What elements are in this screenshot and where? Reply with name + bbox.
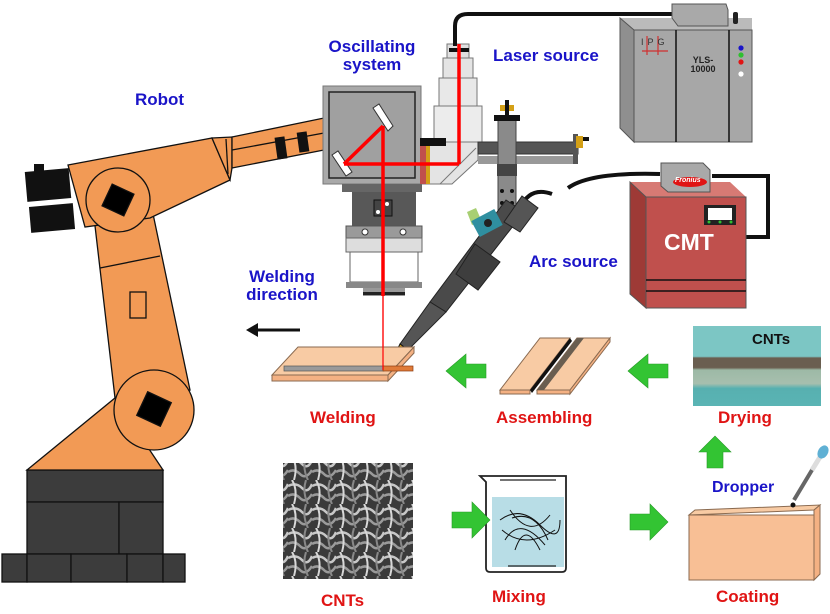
step-cnts-label: CNTs [321,591,365,610]
laser-model-line1: YLS- [692,55,714,65]
arrow-mixing-to-coating [629,503,669,541]
ipg-letter-i: I [641,37,648,47]
oscillating-system-label-line1: Oscillating [328,37,416,56]
step-welding-label: Welding [310,408,376,427]
oscillating-system-label: Oscillating system [322,38,422,74]
cmt-unit [566,162,770,310]
torch-bracket [477,100,589,217]
cnts-sem-image [283,463,413,579]
arc-source-label: Arc source [529,252,618,271]
ipg-logo: IPG [641,37,669,47]
laser-source-label: Laser source [493,46,599,65]
step-mixing-label: Mixing [492,587,546,606]
welding-direction-label-line2: direction [246,284,318,304]
oscillating-system-label-line2: system [342,54,402,74]
arrow-coating-to-drying [698,435,732,469]
drying-photo [693,326,821,406]
coating-plate [687,503,822,582]
step-drying-label: Drying [718,408,772,427]
welding-plate [270,296,416,383]
ipg-letter-p: P [647,37,658,47]
ipg-letter-g: G [657,37,669,47]
welding-direction-label: Welding direction [232,268,332,304]
welding-direction-arrow [246,323,300,337]
arrow-drying-to-assembling [627,353,669,389]
welding-direction-label-line1: Welding [249,267,315,286]
robot [1,117,325,583]
laser-model-label: YLS- 10000 [680,55,726,75]
arrow-cnts-to-mixing [451,501,491,539]
assembling-plates [498,336,612,396]
fronius-logo: Fronius [675,177,701,184]
robot-label: Robot [135,90,185,109]
dropper-label: Dropper [712,479,775,496]
step-coating-label: Coating [716,587,780,606]
mixing-beaker [477,475,567,573]
arrow-assembling-to-welding [445,353,487,389]
fiber-cable [453,12,685,46]
robot-base [1,469,186,583]
laser-model-line2: 10000 [690,64,716,75]
laser-source-unit [619,3,753,144]
step-assembling-label: Assembling [496,408,593,427]
cmt-label: CMT [664,229,714,255]
flow-arrows [445,353,732,541]
dropper-icon [790,445,829,508]
oscillating-system [322,43,483,372]
drying-cnts-layer-label: CNTs [752,331,791,348]
laser-beam [342,44,461,372]
